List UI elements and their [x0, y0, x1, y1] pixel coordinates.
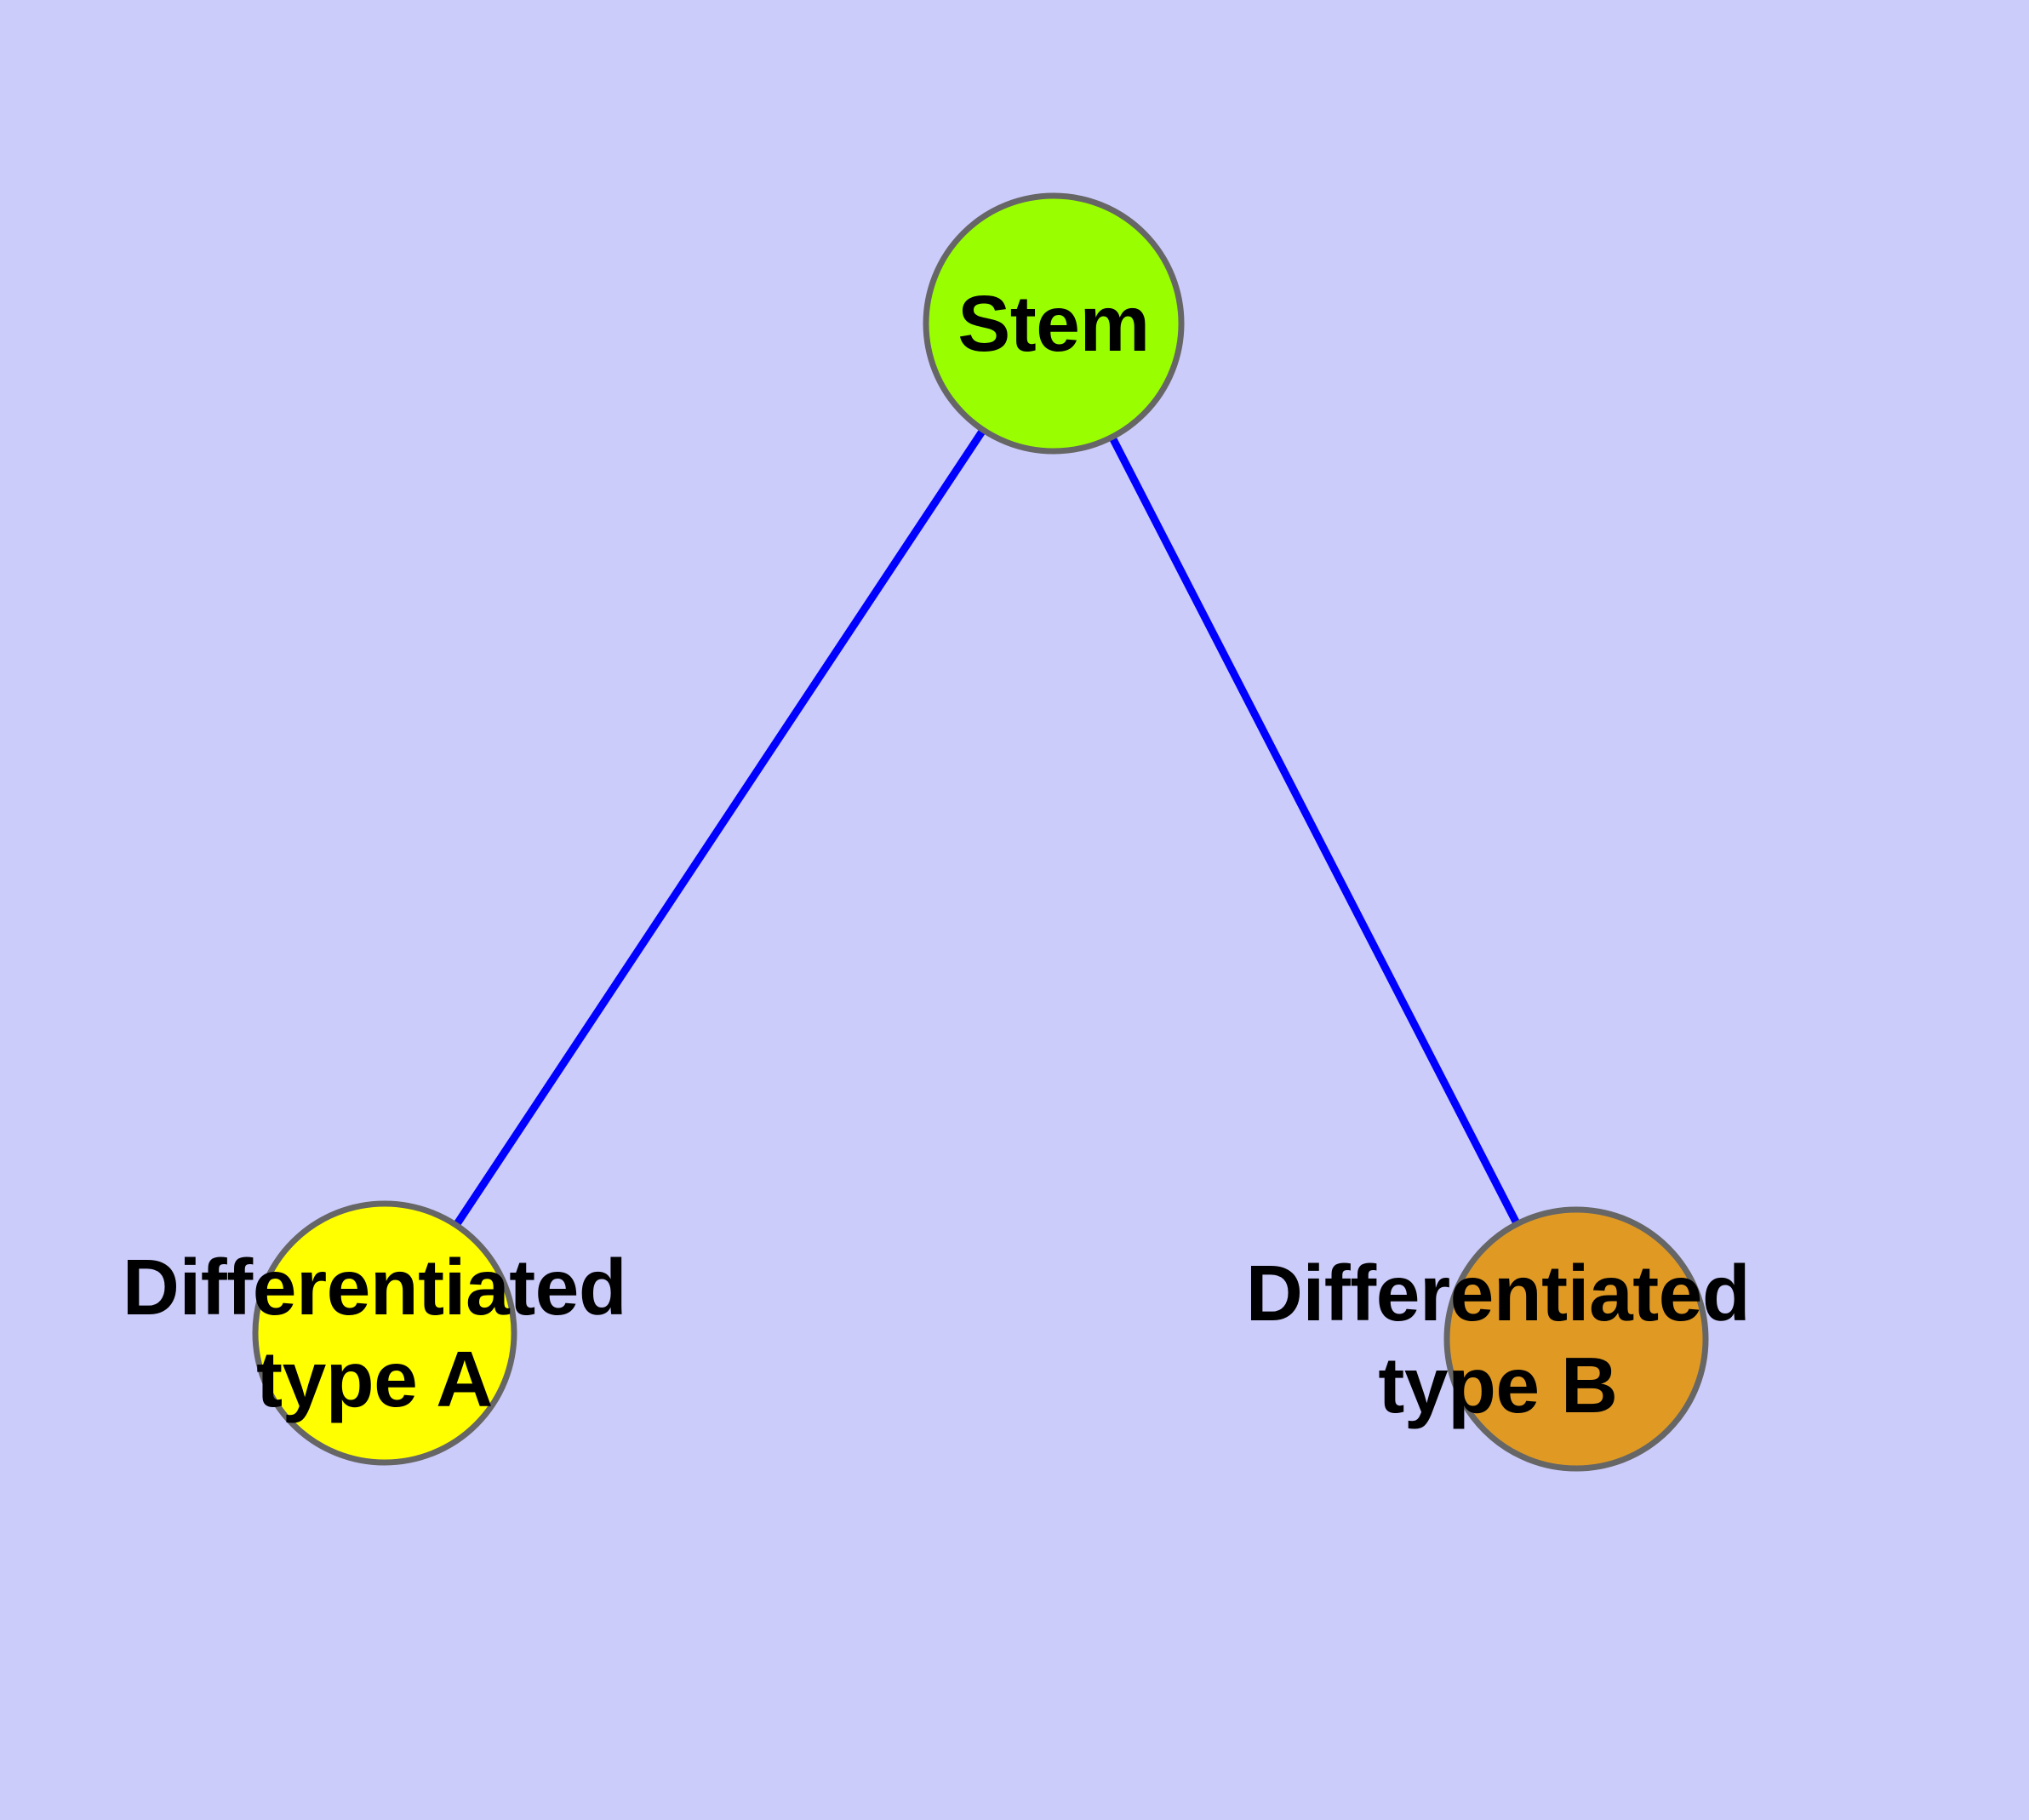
node-circle-diff-a[interactable]: [252, 1200, 517, 1466]
node-circle-diff-b[interactable]: [1443, 1206, 1709, 1472]
edge-layer: [381, 321, 1580, 1342]
node-layer: [252, 192, 1709, 1472]
edge-stem-to-diff-b[interactable]: [1049, 321, 1580, 1342]
edge-stem-to-diff-a[interactable]: [381, 321, 1057, 1336]
node-circle-stem[interactable]: [923, 192, 1185, 455]
